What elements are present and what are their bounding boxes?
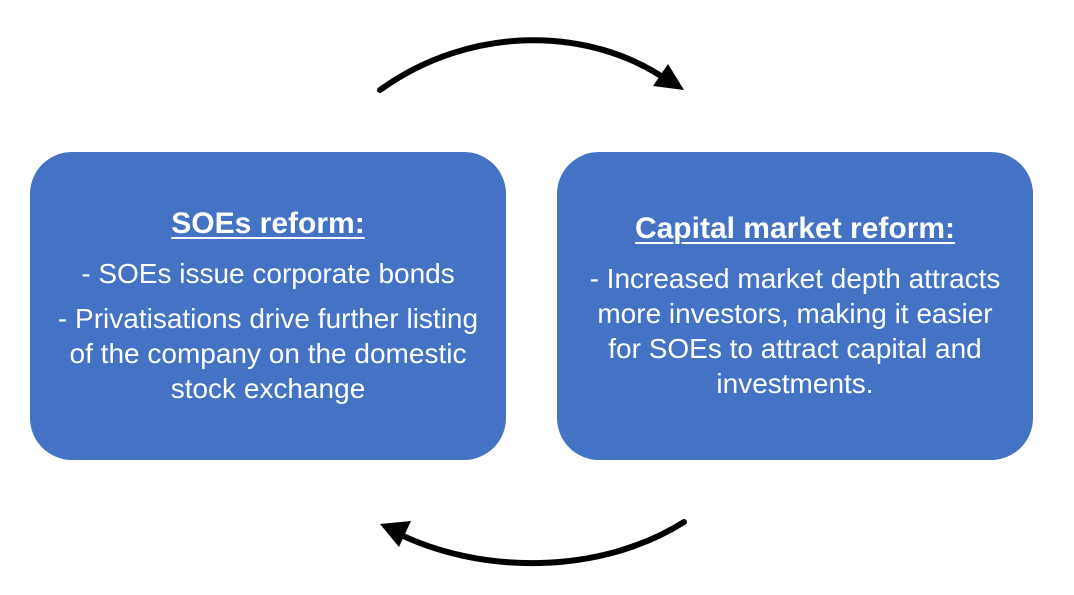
capital-market-reform-box: Capital market reform: - Increased marke… xyxy=(557,152,1033,460)
soes-reform-point-privatisations: - Privatisations drive further listing o… xyxy=(57,303,479,404)
soes-reform-title: SOEs reform: xyxy=(171,207,365,240)
capital-market-reform-title: Capital market reform: xyxy=(634,212,956,245)
bottom-curved-arrow-icon xyxy=(380,519,687,566)
soes-reform-box: SOEs reform: - SOEs issue corporate bond… xyxy=(30,152,506,460)
top-curved-arrow-icon xyxy=(377,37,684,93)
capital-market-reform-point-depth: - Increased market depth attracts more i… xyxy=(589,263,1001,399)
soes-reform-point-bonds: - SOEs issue corporate bonds xyxy=(81,258,455,289)
